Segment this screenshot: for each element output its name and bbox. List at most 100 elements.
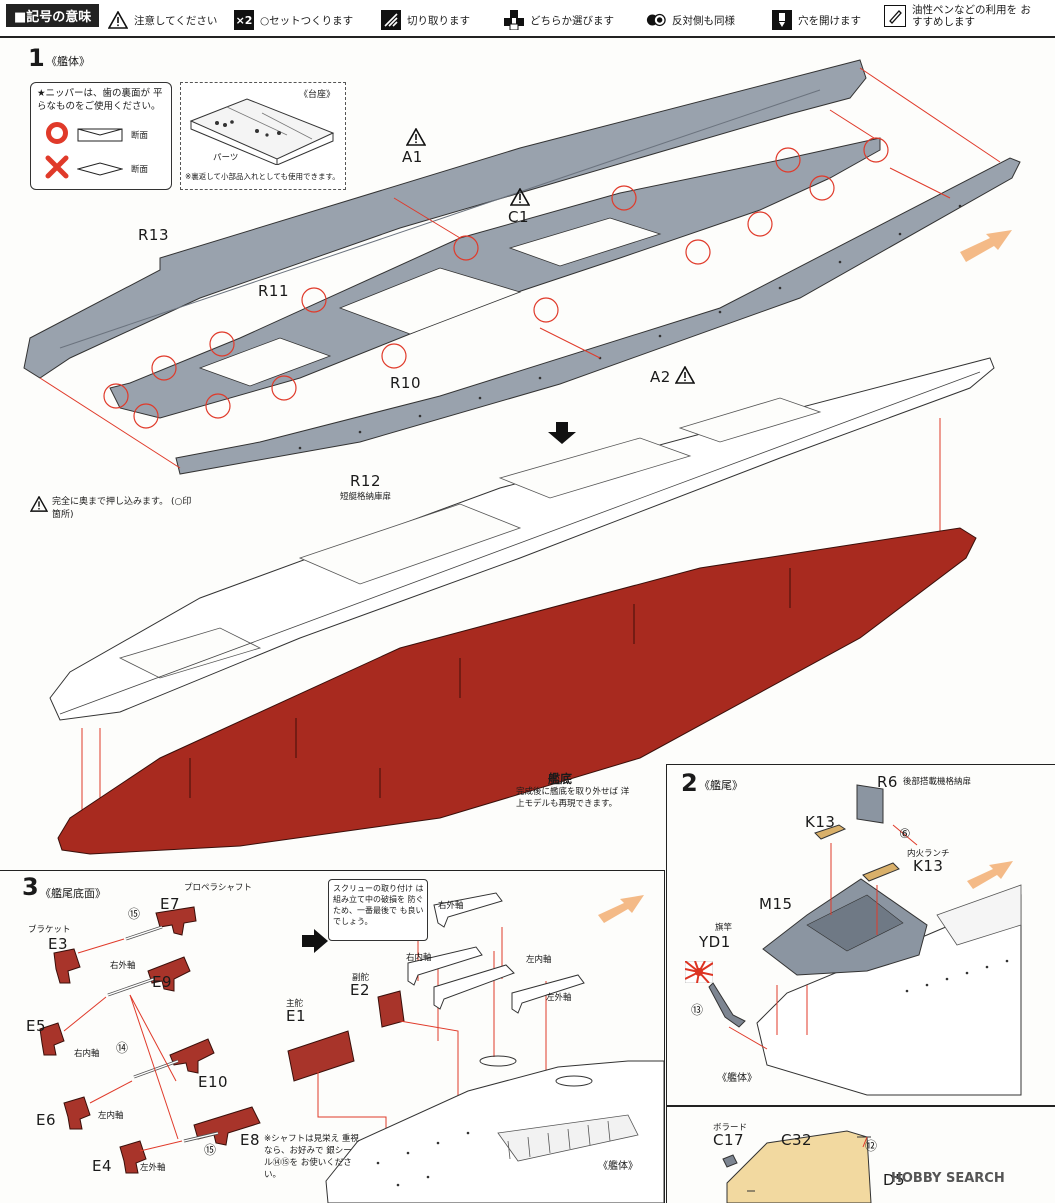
good-mark-icon (45, 121, 69, 149)
step3-number: 3 (22, 873, 39, 901)
flagpole-caption: 旗竿 (715, 923, 733, 933)
k13-caption: 内火ランチ (907, 849, 950, 859)
part-label-e9: E9 (152, 973, 173, 991)
step4-panel: ボラード C17 C32 ⑫ D5 HOBBY SEARCH (666, 1106, 1055, 1203)
bad-cut-icon (76, 161, 124, 180)
push-warning-icon (29, 495, 49, 516)
step3-title: 《艦尾底面》 (40, 887, 106, 900)
part-label-c17: C17 (713, 1131, 745, 1149)
legend-item-drill: 穴を開けます (772, 10, 861, 30)
legend-label-cut: 切り取ります (407, 14, 470, 27)
rising-sun-flag-icon (684, 960, 714, 987)
stand-title: 《台座》 (299, 90, 336, 100)
screw-note: スクリューの取り付け は組み立て中の破損を 防ぐため、一番最後で も良いでしょう… (333, 884, 424, 926)
legend-item-warning: 注意してください (108, 10, 217, 30)
pen-icon (884, 5, 906, 27)
bracket-caption: ブラケット (28, 925, 71, 935)
step1-section: 1 《艦体》 ★ニッパーは、歯の裏面が 平らなものをご使用ください。 断面 断面… (0, 38, 1055, 858)
step2-hull-label: 《艦体》 (717, 1073, 757, 1084)
shaft-label-l-inner: 左内軸 (526, 955, 552, 965)
set-x2-icon: ×2 (234, 10, 254, 30)
right-outer-caption: 右外軸 (110, 961, 136, 971)
stern-diagram (708, 784, 1022, 1096)
cross-section-label-bad: 断面 (131, 165, 149, 175)
legend-item-either: どちらか選びます (504, 10, 614, 30)
stand-drawing (189, 98, 335, 165)
part-label-r12: R12 (350, 472, 382, 490)
part-label-r11: R11 (258, 282, 290, 300)
step3-hull-label: 《艦体》 (598, 1161, 638, 1172)
part-label-e8: E8 (240, 1131, 261, 1149)
r12-caption: 短艇格納庫扉 (340, 492, 392, 502)
part-label-e10: E10 (198, 1073, 229, 1091)
stand-parts-label: パーツ (213, 153, 239, 163)
a2-warning-icon (674, 365, 696, 388)
legend-label-drill: 穴を開けます (798, 14, 861, 27)
part-label-k13-left: K13 (805, 813, 836, 831)
part-label-r13: R13 (138, 226, 170, 244)
step2-title: 《艦尾》 (699, 779, 743, 792)
cut-icon (381, 10, 401, 30)
legend-item-pen: 油性ペンなどの利用を おすすめします (884, 4, 1032, 28)
legend-item-cut: 切り取ります (381, 10, 470, 30)
main-rudder-caption: 主舵 (286, 999, 304, 1009)
left-inner-caption: 左内軸 (98, 1111, 124, 1121)
shaft-label-r-outer: 右外軸 (438, 901, 464, 911)
hull-bottom-note: 完成後に艦底を取り外せば 洋上モデルも再現できます。 (516, 787, 630, 809)
shaft-label-r-inner: 右内軸 (406, 953, 432, 963)
bad-mark-icon (45, 155, 69, 183)
legend-label-either: どちらか選びます (530, 14, 614, 27)
sticker-12: ⑫ (865, 1139, 878, 1153)
part-label-e1: E1 (286, 1007, 307, 1025)
propeller-shaft-caption: プロペラシャフト (184, 883, 252, 893)
part-label-c32: C32 (781, 1131, 813, 1149)
sticker-14: ⑭ (116, 1041, 129, 1055)
part-label-a1: A1 (402, 148, 423, 166)
left-outer-caption: 左外軸 (140, 1163, 166, 1173)
warning-icon (108, 10, 128, 30)
legend-label-warning: 注意してください (134, 14, 218, 27)
nipper-note-text: ★ニッパーは、歯の裏面が 平らなものをご使用ください。 (37, 88, 163, 112)
sub-rudder-caption: 副舵 (352, 973, 370, 983)
legend-item-mirror: 反対側も同様 (646, 10, 735, 30)
part-label-r6: R6 (877, 773, 898, 791)
legend-item-set: ×2 ○セットつくります (234, 10, 353, 30)
shaft-note: ※シャフトは見栄え 重視なら、お好みで 銀シール⑭⑮を お使いください。 (264, 1134, 359, 1180)
step1-number: 1 (28, 44, 45, 72)
step2-panel: 2 《艦尾》 R6 後部搭載機格納扉 K13 ⑥ 内火ランチ K13 M15 旗… (666, 764, 1055, 1106)
part-label-d: D5 (883, 1171, 906, 1189)
stand-note: ※裏返して小部品入れとしても使用できます。 (185, 172, 340, 181)
legend-title: ■記号の意味 (6, 4, 100, 27)
part-label-e4: E4 (92, 1157, 113, 1175)
nipper-note-box: ★ニッパーは、歯の裏面が 平らなものをご使用ください。 断面 断面 (30, 82, 172, 190)
legend-label-mirror: 反対側も同様 (672, 14, 735, 27)
symbol-legend-bar: ■記号の意味 注意してください ×2 ○セットつくります 切り取ります どちらか… (0, 0, 1055, 38)
sticker-15-upper: ⑮ (128, 907, 141, 921)
part-label-e3: E3 (48, 935, 69, 953)
sticker-6: ⑥ (899, 827, 911, 842)
stand-box: 《台座》 パーツ ※裏返して小部品入れとしても使用できます。 (180, 82, 346, 190)
c1-warning-icon (509, 187, 531, 210)
bollard-caption: ボラード (713, 1123, 748, 1133)
part-label-a2: A2 (650, 368, 671, 386)
legend-label-pen: 油性ペンなどの利用を おすすめします (912, 4, 1031, 28)
cross-section-label-good: 断面 (131, 131, 149, 141)
part-label-e6: E6 (36, 1111, 57, 1129)
sticker-15-lower: ⑮ (204, 1143, 217, 1157)
hull-bottom-title: 艦底 (548, 772, 573, 786)
drill-icon (772, 10, 792, 30)
either-icon (504, 10, 524, 30)
step2-number: 2 (681, 769, 698, 797)
good-cut-icon (77, 127, 123, 146)
watermark: HOBBY SEARCH (891, 1171, 1005, 1186)
hull-assembly-diagram (23, 59, 1021, 855)
sticker-13: ⑬ (691, 1003, 704, 1017)
part-label-yd1: YD1 (699, 933, 731, 951)
step1-title: 《艦体》 (46, 55, 90, 68)
step3-panel: 3 《艦尾底面》 プロペラシャフト ブラケット (0, 870, 665, 1203)
part-label-e2: E2 (350, 981, 371, 999)
r6-caption: 後部搭載機格納扉 (903, 777, 972, 787)
stern-bottom-diagram (39, 892, 664, 1203)
push-note: 完全に奥まで押し込みます。 (○印箇所) (52, 497, 192, 520)
legend-label-set: ○セットつくります (260, 14, 354, 27)
